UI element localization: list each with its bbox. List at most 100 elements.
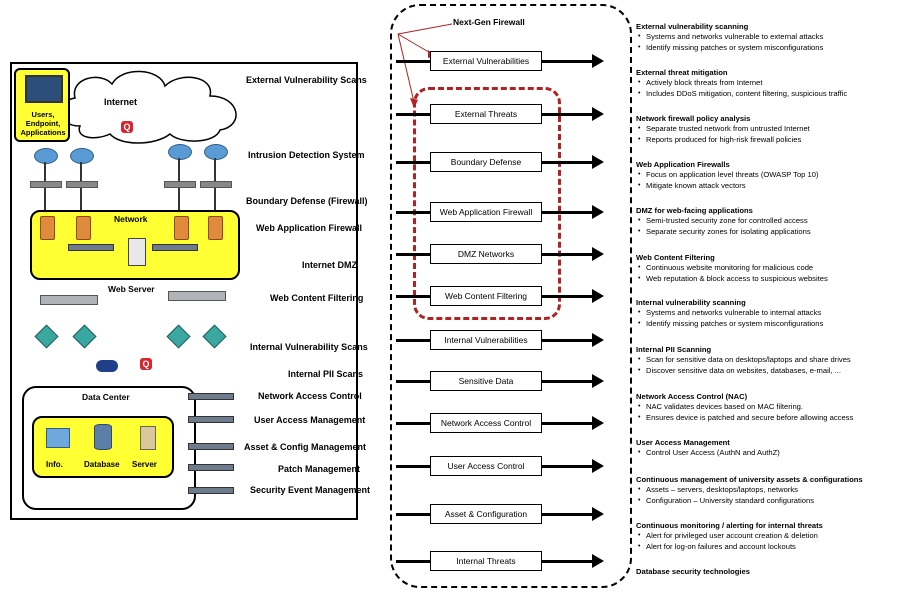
firewall-icon [40, 216, 55, 240]
next-gen-firewall-frame [390, 4, 632, 588]
bullet-item: Scan for sensitive data on desktops/lapt… [636, 354, 900, 365]
data-center-label: Data Center [82, 392, 130, 402]
firewall-title: Next-Gen Firewall [453, 17, 525, 27]
bullet-list: Alert for privileged user account creati… [636, 530, 900, 552]
bullet-list: Systems and networks vulnerable to inter… [636, 307, 900, 329]
waf-appliance-icon [152, 244, 198, 251]
switch-icon [34, 324, 59, 349]
firewall-row: Boundary Defense [396, 152, 604, 172]
arrow-head-icon [592, 247, 604, 261]
ids-appliance-icon [200, 181, 232, 188]
web-server-icon [128, 238, 146, 266]
firewall-layer-box: Internal Threats [430, 551, 542, 571]
network-label: Network [114, 214, 148, 224]
dc-item-label: Info. [46, 460, 63, 469]
bullet-list: NAC validates devices based on MAC filte… [636, 401, 900, 423]
layer-label: Internet DMZ [302, 260, 357, 270]
layer-label: Internal Vulnerability Scans [250, 342, 368, 352]
arrow-head-icon [592, 155, 604, 169]
section-title: Database security technologies [636, 567, 750, 576]
description-section: Internal vulnerability scanningSystems a… [636, 298, 900, 329]
waf-appliance-icon [68, 244, 114, 251]
firewall-layer-box: User Access Control [430, 456, 542, 476]
layer-label: Asset & Config Management [244, 442, 367, 452]
bullet-item: Control User Access (AuthN and AuthZ) [636, 447, 900, 458]
internet-cloud-icon [59, 70, 237, 144]
section-title: DMZ for web-facing applications [636, 206, 753, 215]
arrow-head-icon [592, 374, 604, 388]
bullet-list: Systems and networks vulnerable to exter… [636, 31, 900, 53]
network-zone-box: Network [30, 210, 240, 280]
network-diagram-panel: Internet Q Users, Endpoint, Applications… [10, 62, 370, 520]
arrow-head-icon [592, 205, 604, 219]
arrow-head-icon [592, 289, 604, 303]
internet-label: Internet [104, 97, 138, 107]
bullet-item: Discover sensitive data on websites, dat… [636, 365, 900, 376]
firewall-row: User Access Control [396, 456, 604, 476]
description-section: Web Content FilteringContinuous website … [636, 253, 900, 284]
users-endpoint-box: Users, Endpoint, Applications [14, 68, 70, 142]
description-section: External vulnerability scanningSystems a… [636, 22, 900, 53]
bullet-item: Systems and networks vulnerable to inter… [636, 307, 900, 318]
router-icon [168, 144, 192, 160]
bullet-item: Mitigate known attack vectors [636, 180, 900, 191]
ids-appliance-icon [30, 181, 62, 188]
firewall-row: Web Content Filtering [396, 286, 604, 306]
firewall-layer-box: Asset & Configuration [430, 504, 542, 524]
section-title: Continuous management of university asse… [636, 475, 863, 484]
ids-appliance-icon [164, 181, 196, 188]
section-title: Web Application Firewalls [636, 160, 730, 169]
firewall-layer-box: Web Application Firewall [430, 202, 542, 222]
firewall-layer-box: External Threats [430, 104, 542, 124]
bullet-item: Identify missing patches or system misco… [636, 42, 900, 53]
description-section: DMZ for web-facing applicationsSemi-trus… [636, 206, 900, 237]
section-title: External threat mitigation [636, 68, 728, 77]
bullet-item: Assets – servers, desktops/laptops, netw… [636, 484, 900, 495]
bullet-list: Assets – servers, desktops/laptops, netw… [636, 484, 900, 506]
users-box-label: Users, Endpoint, Applications [20, 110, 66, 137]
layer-label: Network Access Control [258, 391, 362, 401]
layer-label: Boundary Defense (Firewall) [246, 196, 368, 206]
info-icon [46, 428, 70, 448]
router-icon [34, 148, 58, 164]
bullet-item: Semi-trusted security zone for controlle… [636, 215, 900, 226]
router-icon [204, 144, 228, 160]
layer-label: User Access Management [254, 415, 366, 425]
firewall-row: Sensitive Data [396, 371, 604, 391]
bullet-item: Separate security zones for isolating ap… [636, 226, 900, 237]
content-filter-icon [40, 295, 98, 305]
inner-threat-zone [413, 87, 561, 320]
dc-item-label: Database [84, 460, 120, 469]
arrow-head-icon [592, 416, 604, 430]
section-title: Network Access Control (NAC) [636, 392, 748, 401]
data-center-assets-box: Info. Database Server [32, 416, 174, 478]
description-section: Network firewall policy analysisSeparate… [636, 114, 900, 145]
firewall-row: Internal Threats [396, 551, 604, 571]
description-section: Web Application FirewallsFocus on applic… [636, 160, 900, 191]
server-icon [140, 426, 156, 450]
scanner-q-icon: Q [140, 358, 152, 370]
layer-label: Web Application Firewall [256, 223, 363, 233]
bullet-item: Alert for log-on failures and account lo… [636, 541, 900, 552]
description-section: Network Access Control (NAC)NAC validate… [636, 392, 900, 423]
layer-label: Internal PII Scans [288, 369, 364, 379]
firewall-icon [76, 216, 91, 240]
firewall-row: DMZ Networks [396, 244, 604, 264]
firewall-row: External Threats [396, 104, 604, 124]
dc-item-label: Server [132, 460, 157, 469]
firewall-row: Web Application Firewall [396, 202, 604, 222]
firewall-icon [208, 216, 223, 240]
arrow-head-icon [592, 107, 604, 121]
section-title: Continuous monitoring / alerting for int… [636, 521, 823, 530]
description-section: Continuous monitoring / alerting for int… [636, 521, 900, 552]
firewall-layer-box: Network Access Control [430, 413, 542, 433]
data-center-box: Data Center Info. Database Server [22, 386, 196, 510]
description-section: User Access ManagementControl User Acces… [636, 438, 900, 458]
firewall-icon [174, 216, 189, 240]
bullet-item: Ensures device is patched and secure bef… [636, 412, 900, 423]
firewall-layer-box: DMZ Networks [430, 244, 542, 264]
firewall-layer-box: Boundary Defense [430, 152, 542, 172]
bullet-list: Continuous website monitoring for malici… [636, 262, 900, 284]
switch-icon [202, 324, 227, 349]
layer-label: External Vulnerability Scans [246, 75, 367, 85]
